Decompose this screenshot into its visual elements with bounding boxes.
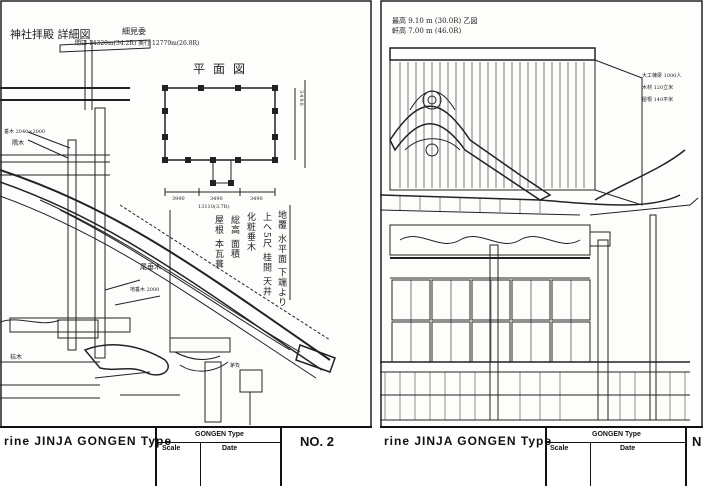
- note-column: 総高 面積: [229, 215, 239, 259]
- drawing-author: 細見委: [122, 27, 146, 36]
- note-column: 地覆 水平面 下端より: [276, 210, 286, 308]
- right-drawing-sheet: 最高 9.10 m (30.0R) 乙図 軒高 7.00 m (46.0R) 大…: [380, 0, 703, 486]
- title-block-scale-label: Scale: [550, 445, 569, 452]
- side-note: 木材 120立米: [642, 85, 674, 91]
- sheet-number: N: [692, 434, 702, 449]
- elevation-header: 軒高 7.00 m (46.0R): [392, 27, 462, 35]
- member-label: 垂木 2040×2000: [4, 129, 46, 135]
- note-column: 上へ5尺 桂間 天井: [261, 212, 271, 297]
- title-block-date-label: Date: [620, 445, 636, 452]
- title-block-date-label: Date: [222, 445, 238, 452]
- note-column: 屋根 本瓦葺: [213, 215, 223, 269]
- title-block-title: rine JINJA GONGEN Type: [4, 434, 173, 448]
- plan-dimension: 3490: [250, 196, 263, 202]
- title-block: rine JINJA GONGEN Type GONGEN Type Scale…: [0, 426, 372, 486]
- member-label: 茅負: [230, 363, 241, 369]
- right-sheet-linework: [380, 0, 703, 486]
- plan-title: 平面図: [193, 62, 254, 76]
- title-block-scale-label: Scale: [162, 445, 181, 452]
- title-block-title: rine JINJA GONGEN Type: [384, 434, 553, 448]
- sheet-number: NO. 2: [300, 434, 334, 449]
- member-label: 尾垂木: [140, 263, 161, 271]
- side-note: 屋根 140平米: [642, 97, 674, 103]
- title-block-subtitle: GONGEN Type: [195, 431, 244, 438]
- sheet-gap: [372, 0, 380, 486]
- left-sheet-linework: [0, 0, 372, 486]
- elevation-header: 最高 9.10 m (30.0R) 乙図: [392, 17, 478, 25]
- member-label: 桔木: [10, 354, 23, 361]
- plan-dimension: 3490: [210, 196, 223, 202]
- drawing-subheading: 間口 14320m(34.2R) 奥行 12779m(26.8R): [75, 40, 200, 47]
- plan-dimension: 3990: [172, 196, 185, 202]
- member-label: 地垂木 2000: [130, 287, 160, 293]
- member-label: 隅木: [12, 140, 25, 147]
- side-note: 大工棟梁 1000人: [642, 73, 682, 79]
- note-column: 化粧垂木: [245, 212, 255, 252]
- title-block-subtitle: GONGEN Type: [592, 431, 641, 438]
- plan-dimension-vertical: 3490: [298, 90, 304, 107]
- left-drawing-sheet: 神社拝殿 詳細図 間口 14320m(34.2R) 奥行 12779m(26.8…: [0, 0, 372, 486]
- plan-dimension-total: 13110(3.7R): [198, 204, 230, 210]
- drawing-heading: 神社拝殿 詳細図: [10, 28, 91, 41]
- title-block: rine JINJA GONGEN Type GONGEN Type Scale…: [380, 426, 703, 486]
